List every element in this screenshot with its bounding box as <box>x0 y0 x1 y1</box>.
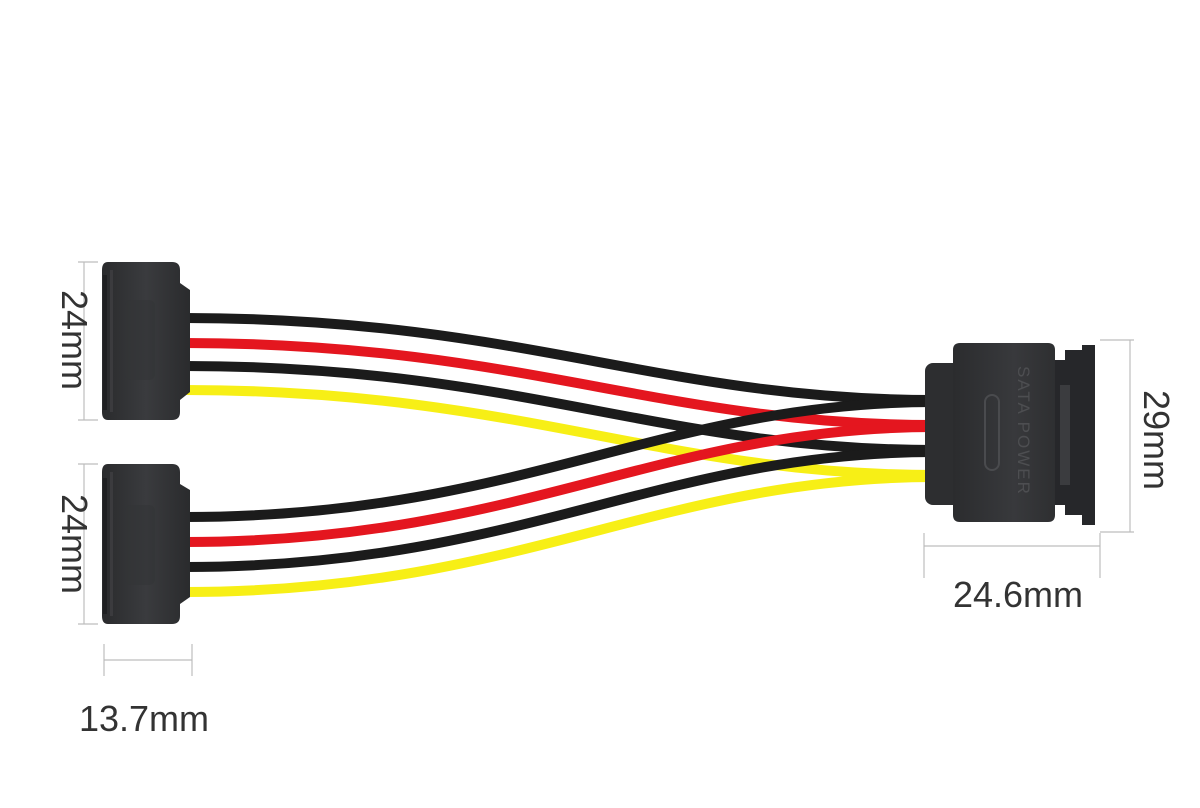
wire-top-black-1 <box>184 313 936 405</box>
dimension-bottom-height-label: 24mm <box>54 494 95 594</box>
top-connector <box>102 262 190 420</box>
wire-bottom-yellow <box>184 472 936 597</box>
dimension-bottom-height: 24mm <box>54 463 98 625</box>
main-connector-label: SATA POWER <box>1014 366 1033 496</box>
bottom-connector <box>102 464 190 624</box>
wire-top-red <box>184 338 936 430</box>
cable-bundle <box>184 313 936 597</box>
wire-bottom-red <box>184 422 936 547</box>
dimension-main-width-label: 24.6mm <box>953 574 1083 615</box>
dimension-main-height: 29mm <box>1100 339 1177 533</box>
wire-top-black-2 <box>184 361 936 455</box>
dimension-top-height-label: 24mm <box>54 290 95 390</box>
dimension-main-height-label: 29mm <box>1136 390 1177 490</box>
main-sata-connector: SATA POWER <box>925 343 1095 525</box>
wire-top-yellow <box>184 385 936 480</box>
wire-bottom-black-1 <box>184 397 936 522</box>
dimension-connector-depth: 13.7mm <box>79 644 209 739</box>
dimension-main-width: 24.6mm <box>923 533 1101 615</box>
dimension-connector-depth-label: 13.7mm <box>79 698 209 739</box>
dimension-top-height: 24mm <box>54 261 98 421</box>
wire-bottom-black-2 <box>184 447 936 572</box>
